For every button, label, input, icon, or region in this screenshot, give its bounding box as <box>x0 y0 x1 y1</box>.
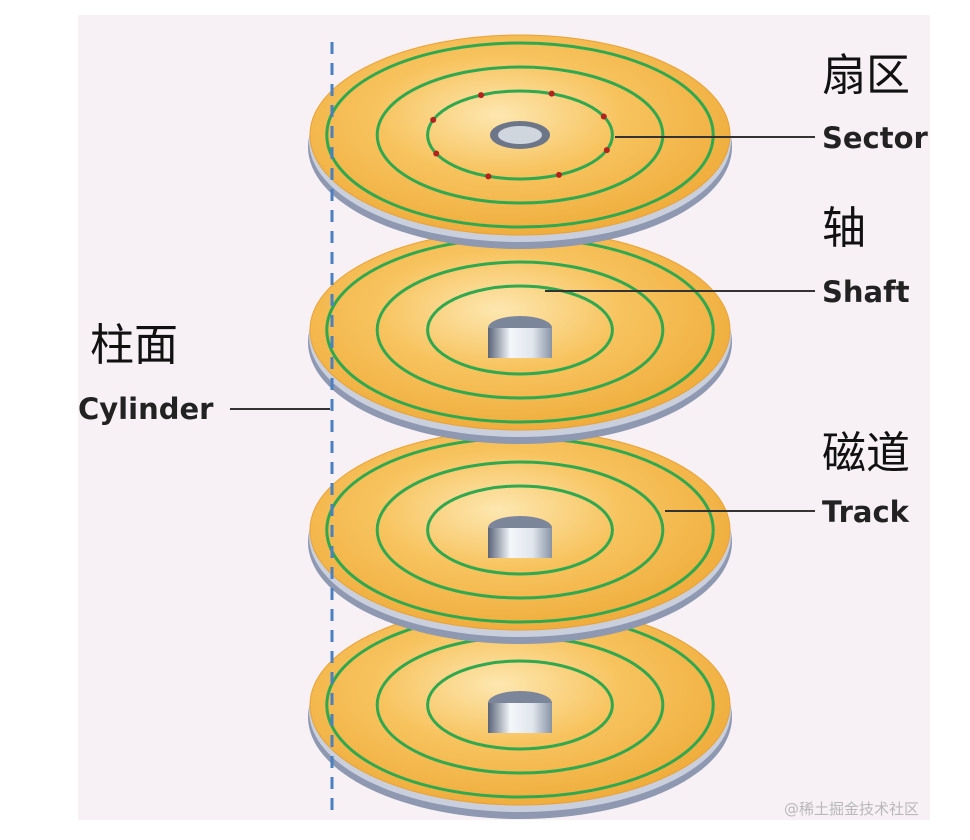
sector-mark <box>485 173 492 180</box>
track-ring <box>426 659 614 751</box>
sector-mark <box>433 150 440 157</box>
track-ring <box>325 41 715 229</box>
sector-mark <box>600 113 607 120</box>
shaft-label-en: Shaft <box>822 275 910 309</box>
track-ring <box>375 460 665 600</box>
track-ring <box>426 284 614 376</box>
shaft-stub <box>488 328 552 358</box>
track-label-en: Track <box>822 495 910 529</box>
shaft-stub <box>488 528 552 558</box>
cylinder-label-cn: 柱面 <box>90 320 178 371</box>
platter <box>308 429 732 644</box>
spindle-hole <box>498 126 542 144</box>
cylinder-label-en: Cylinder <box>78 392 214 426</box>
track-ring <box>375 65 665 205</box>
sector-mark <box>555 171 562 178</box>
platter <box>308 34 732 249</box>
shaft-label-cn: 轴 <box>822 203 866 254</box>
sector-mark <box>603 147 610 154</box>
sector-mark <box>478 92 485 99</box>
track-ring <box>375 260 665 400</box>
platter <box>308 604 732 819</box>
platter <box>308 229 732 444</box>
sector-label-cn: 扇区 <box>822 50 910 101</box>
sector-mark <box>548 90 555 97</box>
watermark-text: @稀土掘金技术社区 <box>784 800 919 818</box>
track-label-cn: 磁道 <box>822 428 910 479</box>
shaft-stub <box>488 703 552 733</box>
sector-mark <box>430 116 437 123</box>
sector-label-en: Sector <box>822 121 929 155</box>
track-ring <box>426 484 614 576</box>
track-ring <box>426 89 614 181</box>
